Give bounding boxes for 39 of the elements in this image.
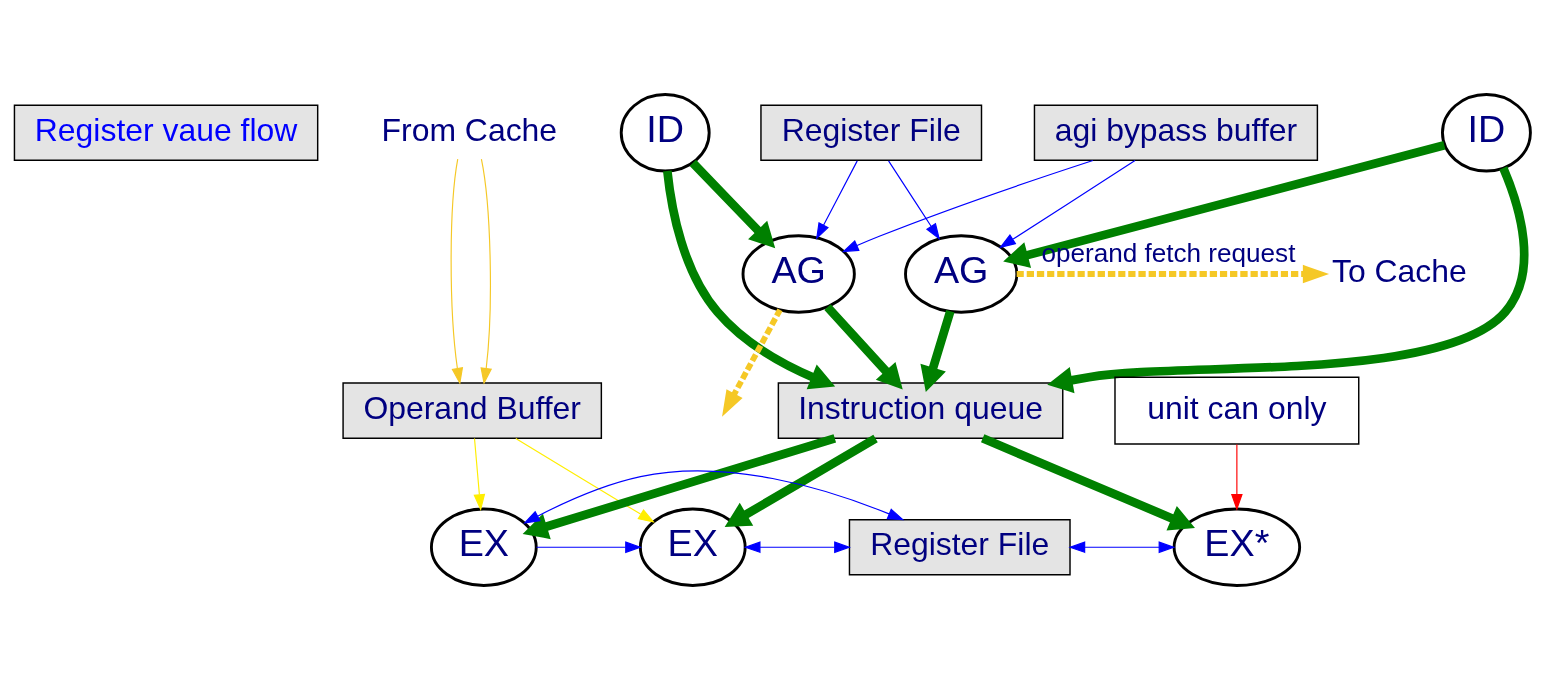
arrow bbox=[981, 434, 1195, 531]
arrow bbox=[824, 304, 903, 390]
arrow bbox=[1047, 166, 1529, 394]
arrow bbox=[689, 159, 776, 249]
node-text: To Cache bbox=[1331, 253, 1467, 290]
arrow bbox=[480, 158, 493, 385]
node-ellipse: AG bbox=[741, 234, 856, 314]
node-box: Instruction queue bbox=[777, 382, 1064, 439]
node-box: unit can only bbox=[1114, 376, 1360, 445]
arrow bbox=[841, 159, 1094, 253]
arrow bbox=[1068, 541, 1176, 554]
arrow bbox=[522, 434, 837, 540]
arrow bbox=[473, 437, 486, 512]
arrow bbox=[515, 437, 655, 523]
arrow bbox=[663, 170, 836, 390]
arrow bbox=[722, 308, 783, 417]
edge-label: operand fetch request bbox=[1041, 237, 1296, 268]
node-ellipse: EX* bbox=[1172, 507, 1302, 587]
node-ellipse: ID bbox=[619, 93, 711, 173]
node-box: Register File bbox=[760, 104, 983, 162]
arrow bbox=[1003, 141, 1446, 268]
node-ellipse: ID bbox=[1441, 93, 1532, 173]
arrow bbox=[815, 160, 858, 240]
node-box: Operand Buffer bbox=[342, 382, 603, 439]
arrow bbox=[1016, 264, 1330, 284]
arrow bbox=[920, 310, 955, 392]
arrow bbox=[450, 158, 464, 385]
node-box: Register vaue flow bbox=[13, 104, 319, 162]
node-box: Register File bbox=[848, 518, 1071, 576]
arrow bbox=[888, 160, 941, 241]
arrow bbox=[535, 541, 642, 554]
arrow bbox=[743, 541, 851, 554]
node-box: agi bypass buffer bbox=[1033, 104, 1319, 162]
arrow bbox=[523, 470, 905, 524]
node-text: From Cache bbox=[381, 111, 558, 148]
arrow bbox=[999, 160, 1136, 249]
node-ellipse: EX bbox=[429, 507, 538, 587]
arrow bbox=[724, 434, 878, 528]
arrow bbox=[1230, 443, 1243, 511]
